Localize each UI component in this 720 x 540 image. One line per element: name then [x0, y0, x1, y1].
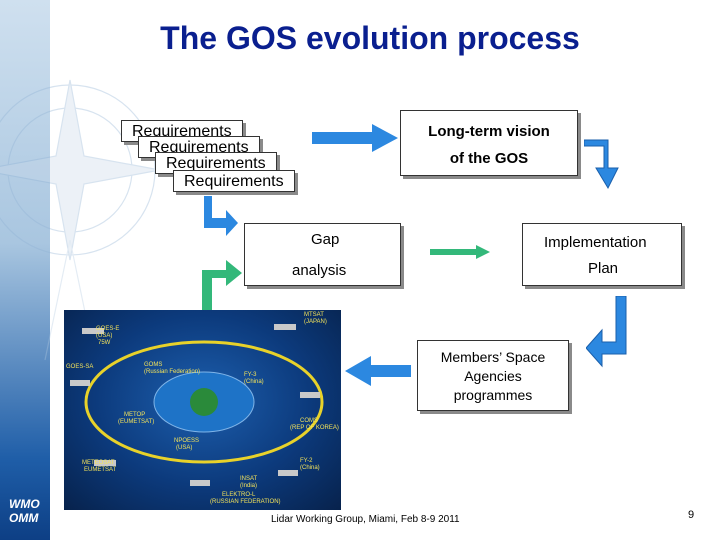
- long-term-vision-box: Long-term vision of the GOS: [400, 110, 578, 176]
- footer-text: Lidar Working Group, Miami, Feb 8-9 2011: [271, 514, 460, 525]
- orbit-label-fy2: FY-2: [300, 458, 313, 464]
- orbit-label-goes-sa: GOES-SA: [66, 364, 94, 370]
- orbit-label-metop-agency: (EUMETSAT): [118, 419, 155, 425]
- members-line-3: programmes: [453, 387, 533, 403]
- left-band: [0, 0, 50, 540]
- orbit-label-goes-e-country: (USA): [96, 333, 113, 339]
- orbit-label-goes-e-lon: 75W: [98, 340, 111, 346]
- arrow-down-right-small-icon: [204, 196, 238, 236]
- long-term-line-2: of the GOS: [449, 150, 529, 167]
- arrow-left-icon: [345, 356, 411, 386]
- logo-line-2: OMM: [9, 511, 39, 525]
- implementation-label-2: Plan: [588, 260, 619, 277]
- orbit-label-goms: GOMS: [144, 362, 163, 368]
- orbit-label-insat: INSAT: [240, 476, 258, 482]
- arrow-up-right-icon: [202, 260, 242, 312]
- wmo-logo: WMO OMM: [9, 497, 40, 525]
- orbit-label-mtsat: MTSAT: [304, 312, 324, 318]
- orbit-label-mtsat-country: (JAPAN): [304, 319, 327, 325]
- logo-line-1: WMO: [9, 497, 40, 511]
- requirements-box-4: Requirements: [173, 170, 295, 192]
- long-term-line-1: Long-term vision: [428, 123, 550, 140]
- gap-analysis-box: Gap analysis: [244, 223, 401, 286]
- arrow-down-left-icon: [586, 296, 627, 368]
- members-line-1: Members’ Space: [440, 349, 546, 365]
- orbit-label-coms: COMS: [300, 418, 318, 424]
- members-space-box: Members’ Space Agencies programmes: [417, 340, 569, 411]
- gap-label-1: Gap: [311, 231, 340, 248]
- implementation-label-1: Implementation: [544, 234, 647, 251]
- orbit-label-meteosat-agency: EUMETSAT: [84, 467, 117, 473]
- orbit-label-fy2-country: (China): [300, 465, 320, 471]
- gap-label-2: analysis: [292, 262, 347, 279]
- orbit-label-goes-e: GOES-E: [96, 326, 120, 332]
- arrow-right-icon: [312, 124, 398, 152]
- arrow-right-green-icon: [430, 245, 490, 259]
- orbit-label-goms-country: (Russian Federation): [144, 369, 201, 375]
- orbit-label-fy3-country: (China): [244, 379, 264, 385]
- page-number: 9: [688, 509, 695, 521]
- slide-title: The GOS evolution process: [160, 20, 580, 56]
- orbit-label-coms-country: (REP OF KOREA): [290, 425, 339, 431]
- orbit-label-elektro: ELEKTRO-L: [222, 492, 256, 498]
- orbit-label-insat-country: (India): [240, 483, 258, 489]
- satellite-orbit-image: GOES-E (USA) 75W GOES-SA GOMS (Russian F…: [64, 310, 341, 510]
- arrow-down-right-icon: [584, 139, 619, 190]
- implementation-plan-box: Implementation Plan: [522, 223, 682, 286]
- orbit-label-npoess: NPOESS: [174, 438, 200, 444]
- orbit-label-elektro-country: (RUSSIAN FEDERATION): [210, 499, 281, 505]
- members-line-2: Agencies: [464, 368, 522, 384]
- orbit-label-meteosat: METEOSAT: [82, 460, 115, 466]
- orbit-label-fy3: FY-3: [244, 372, 257, 378]
- orbit-label-metop: METOP: [124, 412, 146, 418]
- orbit-label-npoess-country: (USA): [176, 445, 193, 451]
